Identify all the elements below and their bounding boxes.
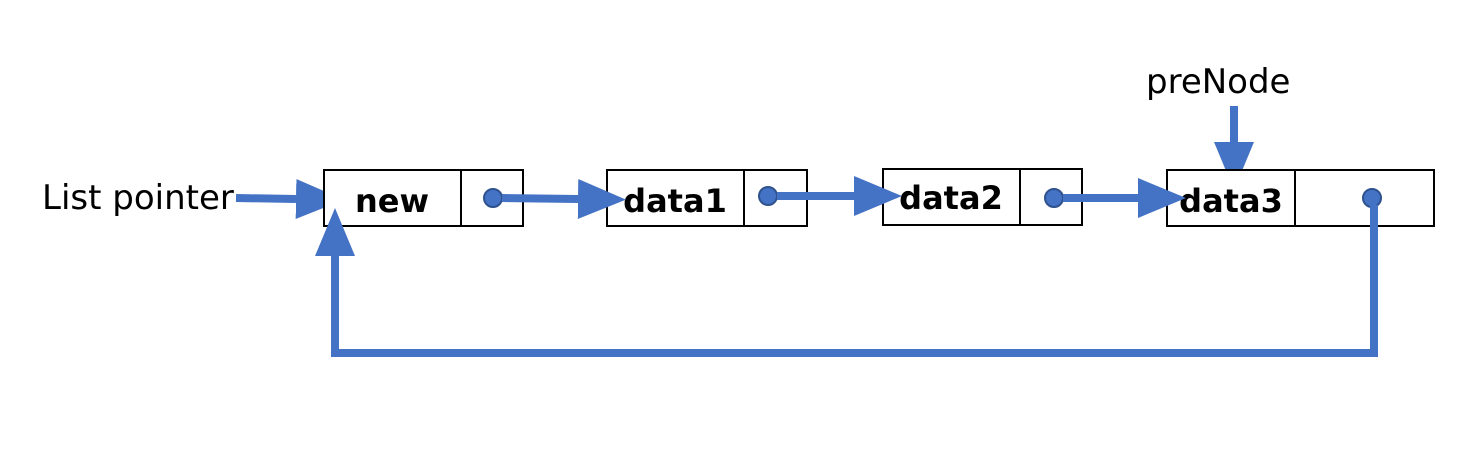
prenode-label: preNode xyxy=(1146,62,1290,102)
link-arrow-new-to-data1 xyxy=(501,179,626,219)
node-pointer-dot xyxy=(758,186,778,206)
node-pointer-dot xyxy=(1362,188,1382,208)
list-pointer-label: List pointer xyxy=(42,178,234,218)
node-data-label: new xyxy=(355,182,429,220)
return-link-data3-to-new xyxy=(315,205,1378,357)
list-pointer-arrow xyxy=(235,179,344,219)
list-node-data3: data3 xyxy=(1166,169,1435,227)
node-data-label: data3 xyxy=(1179,182,1283,220)
list-node-new: new xyxy=(323,169,524,227)
node-data-label: data1 xyxy=(623,182,727,220)
node-pointer-dot xyxy=(1044,188,1064,208)
list-node-data2: data2 xyxy=(882,168,1083,226)
list-node-data1: data1 xyxy=(606,169,808,227)
node-data-label: data2 xyxy=(899,179,1003,217)
node-pointer-dot xyxy=(483,188,503,208)
